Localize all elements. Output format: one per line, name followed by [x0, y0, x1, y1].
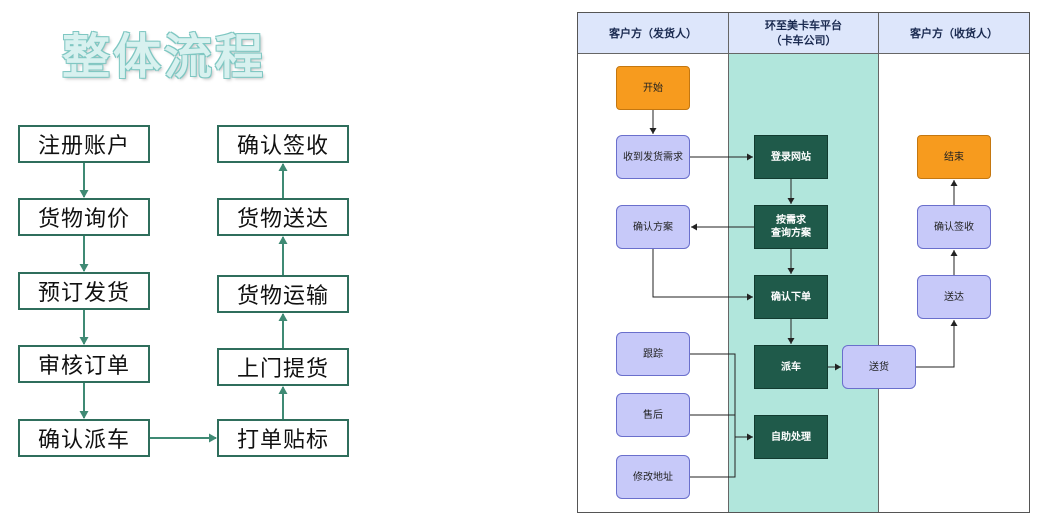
step-book: 预订发货 [18, 272, 150, 310]
node-place-order: 确认下单 [754, 275, 828, 319]
step-register: 注册账户 [18, 125, 150, 163]
node-query-plan: 按需求 查询方案 [754, 205, 828, 249]
overview-title: 整体流程 [62, 29, 267, 85]
lane-header-shipper: 客户方（发货人） [578, 13, 729, 54]
lane-shipper [578, 54, 729, 512]
lane-header-receiver: 客户方（收货人） [879, 13, 1029, 54]
node-self-service: 自助处理 [754, 415, 828, 459]
step-sign: 确认签收 [217, 125, 349, 163]
step-review: 审核订单 [18, 345, 150, 383]
node-login: 登录网站 [754, 135, 828, 179]
node-modify-address: 修改地址 [616, 455, 690, 499]
node-end: 结束 [917, 135, 991, 179]
node-deliver-goods: 送货 [842, 345, 916, 389]
lane-header-platform: 环至美卡车平台 （卡车公司） [729, 13, 879, 54]
node-after-sale: 售后 [616, 393, 690, 437]
step-label: 打单贴标 [217, 419, 349, 457]
node-confirm-sign: 确认签收 [917, 205, 991, 249]
node-dispatch-truck: 派车 [754, 345, 828, 389]
step-inquiry: 货物询价 [18, 198, 150, 236]
node-track: 跟踪 [616, 332, 690, 376]
node-start: 开始 [616, 66, 690, 110]
step-arrive: 货物送达 [217, 198, 349, 236]
node-confirm-plan: 确认方案 [616, 205, 690, 249]
step-dispatch: 确认派车 [18, 419, 150, 457]
step-transport: 货物运输 [217, 275, 349, 313]
node-receive-request: 收到发货需求 [616, 135, 690, 179]
step-pickup: 上门提货 [217, 348, 349, 386]
node-delivered: 送达 [917, 275, 991, 319]
